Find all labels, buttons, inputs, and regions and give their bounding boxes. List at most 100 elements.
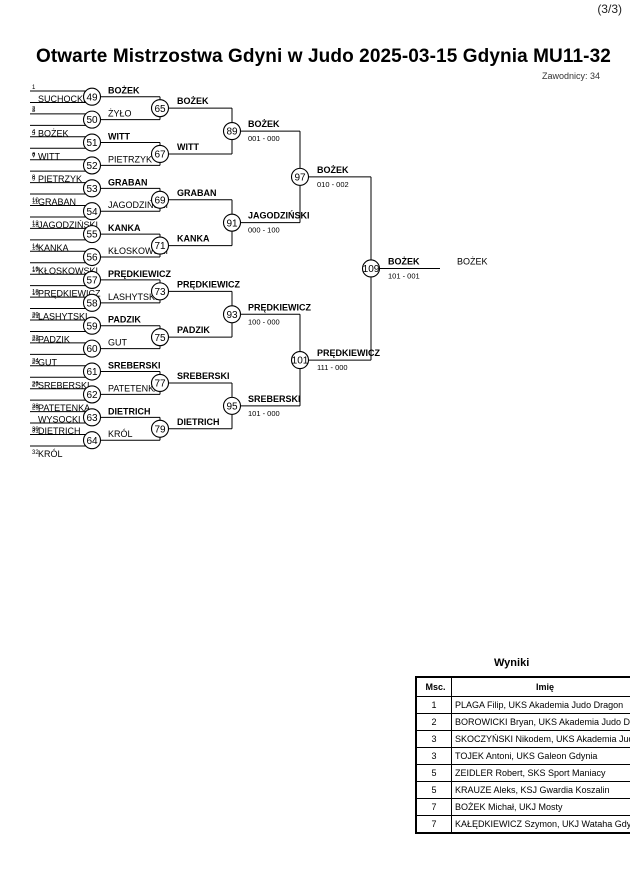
- seed-number: 28: [32, 404, 39, 410]
- seed-number: 15: [32, 245, 39, 251]
- competitor-name: KRÓL: [38, 449, 63, 459]
- seed-number: 6: [32, 152, 36, 158]
- match-score: 100 - 000: [248, 317, 280, 326]
- competitor-name: KŁOSKOWSKI: [38, 266, 98, 276]
- seed-number: 1: [32, 85, 36, 91]
- name-cell: KAŁĘDKIEWICZ Szymon, UKJ Wataha Gdynia: [451, 815, 630, 834]
- competitor-count: Zawodnicy: 34: [542, 71, 601, 81]
- competitor-name: SUCHOCKI: [38, 94, 86, 104]
- match-number: 77: [154, 379, 166, 390]
- place-cell: 3: [415, 747, 452, 765]
- seed-number: 25: [32, 360, 39, 366]
- match-number: 71: [154, 241, 166, 252]
- competitor-name: BOŻEK: [457, 256, 488, 266]
- seed-number: 7: [32, 154, 36, 160]
- competitor-name: GRABAN: [177, 188, 217, 198]
- match-number: 57: [86, 276, 98, 287]
- seed-number: 20: [32, 313, 39, 319]
- page-title: Otwarte Mistrzostwa Gdyni w Judo 2025-03…: [36, 46, 611, 67]
- match-score: 101 - 001: [388, 271, 420, 280]
- competitor-name: KŁOSKOWSKI: [108, 246, 168, 256]
- match-number: 89: [226, 127, 238, 138]
- match-number: 50: [86, 115, 98, 126]
- name-header: Imię: [451, 676, 630, 697]
- match-number: 91: [226, 218, 238, 229]
- place-cell: 3: [415, 730, 452, 748]
- competitor-name: KANKA: [38, 243, 69, 253]
- seed-number: 4: [32, 129, 36, 135]
- competitor-name: GRABAN: [38, 197, 76, 207]
- name-cell: BOŻEK Michał, UKJ Mosty: [451, 798, 630, 816]
- seed-number: 13: [32, 222, 39, 228]
- match-number: 101: [292, 356, 309, 367]
- place-cell: 1: [415, 696, 452, 714]
- competitor-name: SREBERSKI: [108, 361, 161, 371]
- match-number: 79: [154, 424, 166, 435]
- match-number: 55: [86, 230, 98, 241]
- match-number: 65: [154, 104, 166, 115]
- competitor-name: JAGODZIŃSKI: [38, 220, 98, 230]
- match-score: 010 - 002: [317, 180, 349, 189]
- place-header: Msc.: [415, 676, 452, 697]
- match-number: 60: [86, 344, 98, 355]
- competitor-name: KANKA: [108, 223, 141, 233]
- competitor-name: GRABAN: [108, 177, 148, 187]
- competitor-name: PRĘDKIEWICZ: [38, 289, 101, 299]
- competitor-name: KRÓL: [108, 429, 133, 439]
- place-cell: 5: [415, 781, 452, 799]
- competitor-name: ŻYŁO: [108, 109, 132, 119]
- match-number: 61: [86, 367, 98, 378]
- match-number: 93: [226, 310, 238, 321]
- competitor-name: PADZIK: [38, 334, 70, 344]
- seed-number: 9: [32, 177, 36, 183]
- place-cell: 7: [415, 798, 452, 816]
- match-number: 64: [86, 436, 98, 447]
- results-header-row: Msc. Imię: [415, 676, 630, 697]
- match-number: 73: [154, 287, 166, 298]
- seed-number: 32: [32, 450, 39, 456]
- competitor-name: BOŻEK: [108, 86, 140, 96]
- seed-number: 29: [32, 406, 39, 412]
- competitor-name: PIETRZYK: [38, 174, 82, 184]
- competitor-name: BOŻEK: [177, 96, 209, 106]
- seed-number: 22: [32, 335, 39, 341]
- competitor-name: GUT: [38, 357, 58, 367]
- name-cell: ZEIDLER Robert, SKS Sport Maniacy: [451, 764, 630, 782]
- seed-number: 12: [32, 221, 39, 227]
- seed-number: 23: [32, 337, 39, 343]
- competitor-name: BOŻEK: [38, 128, 69, 138]
- competitor-name: WITT: [38, 151, 60, 161]
- page-number: (3/3): [597, 2, 622, 16]
- competitor-name: PRĘDKIEWICZ: [317, 348, 381, 358]
- seed-number: 21: [32, 314, 39, 320]
- seed-number: 27: [32, 383, 39, 389]
- match-number: 52: [86, 161, 98, 172]
- seed-number: 26: [32, 381, 39, 387]
- competitor-name: WITT: [108, 132, 130, 142]
- competitor-name: GUT: [108, 338, 128, 348]
- seed-number: 14: [32, 244, 39, 250]
- name-cell: PLAGA Filip, UKS Akademia Judo Dragon: [451, 696, 630, 714]
- competitor-name: BOŻEK: [317, 165, 349, 175]
- place-cell: 5: [415, 764, 452, 782]
- seed-number: 8: [32, 175, 36, 181]
- seed-number: 30: [32, 427, 39, 433]
- place-cell: 7: [415, 815, 452, 834]
- name-cell: TOJEK Antoni, UKS Galeon Gdynia: [451, 747, 630, 765]
- competitor-name: DIETRICH: [177, 417, 220, 427]
- match-number: 53: [86, 184, 98, 195]
- competitor-name: BOŻEK: [248, 119, 280, 129]
- name-cell: KRAUZE Aleks, KSJ Gwardia Koszalin: [451, 781, 630, 799]
- competitor-name: PRĘDKIEWICZ: [177, 279, 241, 289]
- match-number: 67: [154, 150, 166, 161]
